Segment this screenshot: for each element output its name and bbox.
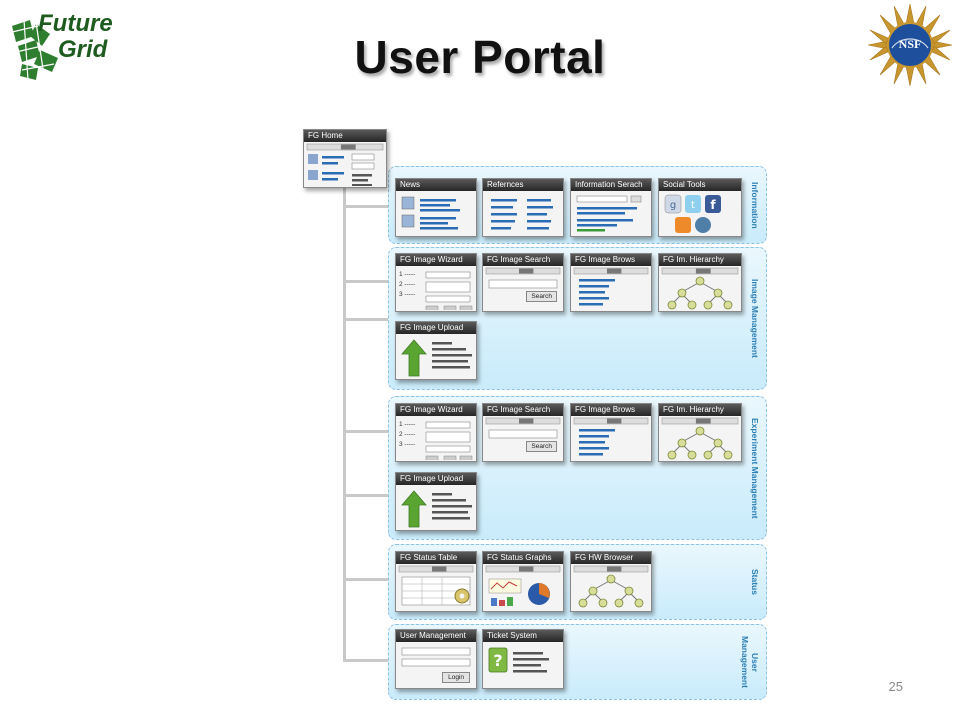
window-title: FG Image Search — [483, 254, 563, 266]
window-title: FG Image Wizard — [396, 404, 476, 416]
window-content: 1 ----- 2 ----- 3 ----- — [396, 266, 476, 311]
window-content: Search — [483, 266, 563, 311]
svg-text:t: t — [691, 200, 695, 211]
slide-title: User Portal — [354, 31, 606, 83]
wizard-step-label: 3 ----- — [399, 291, 416, 298]
window-content — [396, 485, 476, 530]
window-title: FG Image Search — [483, 404, 563, 416]
window-experiment-management-fg-image-brows: FG Image Brows — [570, 403, 652, 462]
window-content: Login — [396, 642, 476, 688]
window-content: 1 ----- 2 ----- 3 ----- — [396, 416, 476, 461]
futuregrid-logo-text-grid: Grid — [58, 36, 108, 63]
window-image-management-fg-image-wizard: FG Image Wizard 1 ----- 2 ----- 3 ----- — [395, 253, 477, 312]
window-content — [396, 564, 476, 611]
wizard-step-label: 2 ----- — [399, 281, 416, 288]
window-title: FG Status Table — [396, 552, 476, 564]
window-content — [659, 266, 741, 311]
window-title: FG Home — [304, 130, 386, 142]
window-title: FG Image Brows — [571, 404, 651, 416]
svg-text:?: ? — [493, 651, 502, 670]
tree-connector — [343, 578, 391, 581]
window-title: FG Im. Hierarchy — [659, 254, 741, 266]
window-content — [483, 564, 563, 611]
window-title: FG HW Browser — [571, 552, 651, 564]
window-content — [396, 334, 476, 379]
window-information-social-tools: Social Tools g t f — [658, 178, 742, 237]
wizard-step-label: 3 ----- — [399, 441, 416, 448]
group-label-information: Information — [750, 181, 760, 229]
tree-connector — [343, 430, 391, 433]
window-title: FG Status Graphs — [483, 552, 563, 564]
wizard-step-label: 1 ----- — [399, 271, 416, 278]
window-content — [571, 564, 651, 611]
window-content — [483, 191, 563, 236]
window-content — [571, 191, 651, 236]
window-title: User Management — [396, 630, 476, 642]
group-label-status: Status — [750, 569, 760, 595]
tree-connector — [343, 186, 346, 661]
window-information-news: News — [395, 178, 477, 237]
window-title: FG Image Upload — [396, 322, 476, 334]
wizard-step-label: 2 ----- — [399, 431, 416, 438]
window-title: Refernces — [483, 179, 563, 191]
tree-connector — [343, 205, 391, 208]
search-button[interactable]: Search — [526, 291, 557, 302]
page-number: 25 — [888, 679, 903, 694]
window-title: Social Tools — [659, 179, 741, 191]
window-image-management-fg-im-hierarchy: FG Im. Hierarchy — [658, 253, 742, 312]
window-content: ? — [483, 642, 563, 688]
window-title: News — [396, 179, 476, 191]
window-experiment-management-fg-image-wizard: FG Image Wizard 1 ----- 2 ----- 3 ----- — [395, 403, 477, 462]
root-window-fg-home: FG Home — [303, 129, 387, 188]
window-user-management-ticket-system: Ticket System? — [482, 629, 564, 689]
window-status-fg-status-graphs: FG Status Graphs — [482, 551, 564, 612]
window-title: FG Im. Hierarchy — [659, 404, 741, 416]
window-title: FG Image Wizard — [396, 254, 476, 266]
nsf-logo-text: NSF — [898, 37, 922, 51]
futuregrid-logo-text-future: Future — [38, 10, 113, 37]
tree-connector — [343, 659, 391, 662]
wizard-step-label: 1 ----- — [399, 421, 416, 428]
window-content — [659, 416, 741, 461]
tree-connector — [343, 494, 391, 497]
window-information-information-serach: Information Serach — [570, 178, 652, 237]
window-content: Search — [483, 416, 563, 461]
window-content — [571, 266, 651, 311]
window-content — [304, 142, 386, 187]
svg-text:f: f — [710, 198, 716, 212]
login-button[interactable]: Login — [442, 672, 470, 683]
window-title: Information Serach — [571, 179, 651, 191]
window-content — [571, 416, 651, 461]
tree-connector — [343, 318, 391, 321]
window-title: FG Image Upload — [396, 473, 476, 485]
futuregrid-logo: Future Grid — [8, 6, 128, 82]
window-title: Ticket System — [483, 630, 563, 642]
group-label-image-management: Image Management — [750, 279, 760, 358]
window-content — [396, 191, 476, 236]
group-label-user-management: User Management — [740, 636, 760, 688]
window-image-management-fg-image-upload: FG Image Upload — [395, 321, 477, 380]
window-image-management-fg-image-brows: FG Image Brows — [570, 253, 652, 312]
tree-connector — [343, 280, 391, 283]
window-experiment-management-fg-im-hierarchy: FG Im. Hierarchy — [658, 403, 742, 462]
window-title: FG Image Brows — [571, 254, 651, 266]
window-status-fg-hw-browser: FG HW Browser — [570, 551, 652, 612]
window-experiment-management-fg-image-upload: FG Image Upload — [395, 472, 477, 531]
nsf-logo: NSF — [866, 2, 954, 88]
search-button[interactable]: Search — [526, 441, 557, 452]
svg-text:g: g — [670, 200, 676, 211]
window-status-fg-status-table: FG Status Table — [395, 551, 477, 612]
group-label-experiment-management: Experiment Management — [750, 417, 760, 519]
window-information-refernces: Refernces — [482, 178, 564, 237]
